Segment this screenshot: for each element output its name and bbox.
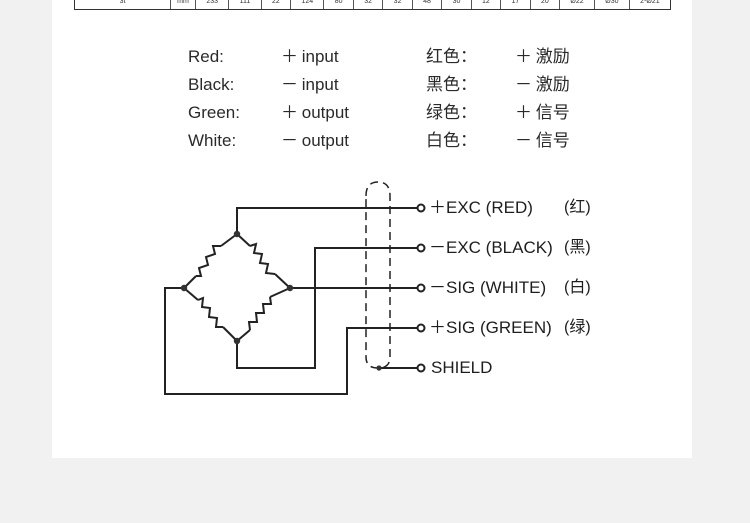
terminal-sig-green <box>416 323 426 333</box>
terminal-exc-red <box>416 203 426 213</box>
terminal-shield <box>416 363 426 373</box>
legend-en-label: Green: <box>188 103 240 122</box>
resistor-top-left <box>183 233 238 289</box>
terminal-label: ＋EXC (RED) <box>429 198 533 218</box>
terminal-exc-black <box>416 243 426 253</box>
legend-en-role: － input <box>281 75 339 95</box>
table-cell: Ø22 <box>559 0 594 9</box>
table-cell: 80 <box>323 0 352 9</box>
table-cell: 124 <box>290 0 323 9</box>
terminal-label: SHIELD <box>431 358 493 377</box>
legend-cn-role: ＋ 激励 <box>515 47 570 67</box>
bridge-node-left <box>180 284 188 292</box>
legend-en-label: Black: <box>188 75 235 94</box>
table-cell: 30 <box>441 0 470 9</box>
table-cell: mm <box>170 0 195 9</box>
wire-exc-red <box>236 207 418 234</box>
legend-en-role: ＋ input <box>281 47 339 67</box>
terminal-sig-white <box>416 283 426 293</box>
terminal-cn-label: (黑) <box>564 239 591 256</box>
shield-node <box>376 365 382 371</box>
terminal-label: －EXC (BLACK) <box>429 238 553 258</box>
spec-table-row: 3t mm 233 111 22 124 80 32 32 48 30 12 1… <box>74 0 671 10</box>
cable-shield-outline <box>365 181 391 369</box>
table-cell: 111 <box>228 0 260 9</box>
legend-cn-label: 红色： <box>426 47 477 66</box>
legend-cn-label: 绿色： <box>426 103 477 122</box>
table-cell: 3t <box>119 0 126 5</box>
terminal-cn-label: (红) <box>564 199 591 216</box>
wire-sig-green <box>164 287 418 395</box>
legend-cn-role: － 激励 <box>515 75 570 95</box>
terminal-cn-label: (白) <box>564 279 591 296</box>
table-cell: Ø30 <box>593 0 629 9</box>
resistor-bottom-right <box>236 287 291 342</box>
bridge-node-top <box>233 230 241 238</box>
table-cell: 233 <box>195 0 228 9</box>
resistor-top-right <box>236 233 291 289</box>
bridge-node-bottom <box>233 337 241 345</box>
legend-en-label: Red: <box>188 47 224 66</box>
table-cell: 32 <box>352 0 382 9</box>
legend-cn-role: － 信号 <box>515 131 570 151</box>
table-cell: 20 <box>529 0 559 9</box>
terminal-label: －SIG (WHITE) <box>429 278 547 298</box>
terminal-label: ＋SIG (GREEN) <box>429 318 552 338</box>
bridge-node-right <box>286 284 294 292</box>
table-cell: 32 <box>382 0 411 9</box>
diagram-panel <box>52 0 692 458</box>
resistor-bottom-left <box>183 287 238 342</box>
terminal-cn-label: (绿) <box>564 319 591 336</box>
legend-cn-role: ＋ 信号 <box>515 103 570 123</box>
legend-en-role: ＋ output <box>281 103 349 123</box>
table-cell: 17 <box>500 0 529 9</box>
legend-en-role: － output <box>281 131 349 151</box>
legend-cn-label: 黑色： <box>426 75 477 94</box>
legend-en-label: White: <box>188 131 237 150</box>
legend-cn-label: 白色： <box>426 131 477 150</box>
table-cell: 2-Ø21 <box>628 0 670 9</box>
table-cell: 48 <box>411 0 441 9</box>
wire-exc-black <box>236 247 418 369</box>
table-cell: 12 <box>470 0 500 9</box>
table-cell: 22 <box>260 0 290 9</box>
